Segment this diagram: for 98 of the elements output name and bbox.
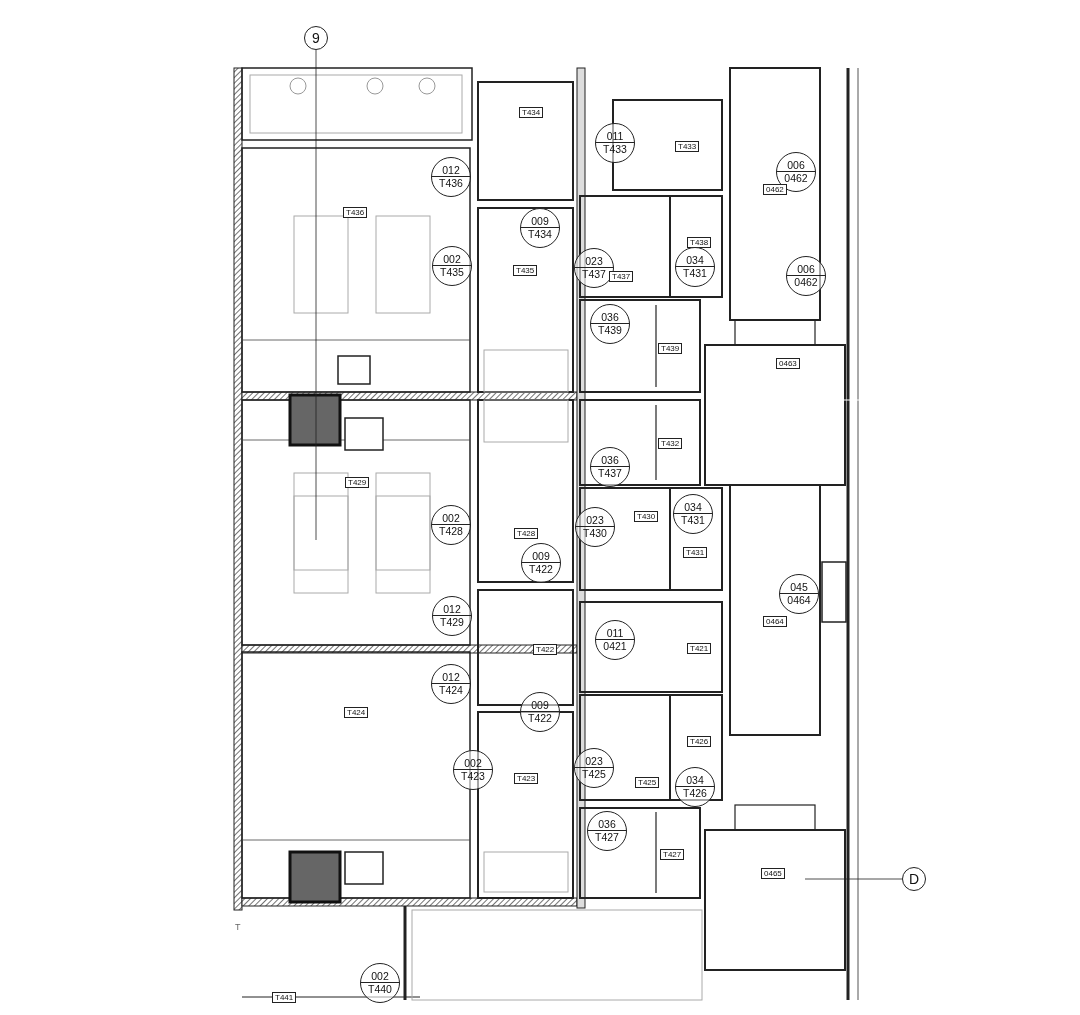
door-number: 002 xyxy=(370,970,390,982)
door-tag xyxy=(520,208,560,248)
room-tag: T429 xyxy=(345,476,370,488)
room-number: 0421 xyxy=(602,640,628,652)
grid-bubble: D xyxy=(902,867,926,891)
room-number: 0462 xyxy=(793,276,819,288)
door-tag xyxy=(574,748,614,788)
room-tag: T434 xyxy=(519,106,544,118)
room-number: T429 xyxy=(439,616,465,628)
door-tag xyxy=(673,494,713,534)
room-number: T437 xyxy=(597,467,623,479)
door-tag xyxy=(431,157,471,197)
door-tag xyxy=(360,963,400,1003)
door-number: 002 xyxy=(441,512,461,524)
room-label: T xyxy=(235,922,241,932)
room-number: T426 xyxy=(682,787,708,799)
room-number: T422 xyxy=(528,563,554,575)
door-number: 036 xyxy=(600,311,620,323)
room-number: T437 xyxy=(581,268,607,280)
door-tag xyxy=(675,247,715,287)
room-number: T427 xyxy=(594,831,620,843)
room-tag: T422 xyxy=(533,643,558,655)
room-tag: T425 xyxy=(635,776,660,788)
door-tag xyxy=(432,246,472,286)
door-number: 002 xyxy=(442,253,462,265)
door-tag xyxy=(786,256,826,296)
door-tag xyxy=(779,574,819,614)
door-number: 011 xyxy=(605,130,625,142)
door-tag xyxy=(453,750,493,790)
room-number: T435 xyxy=(439,266,465,278)
room-tag: T435 xyxy=(513,264,538,276)
door-tag xyxy=(575,507,615,547)
room-tag: T436 xyxy=(343,206,368,218)
room-number: T425 xyxy=(581,768,607,780)
door-number: 006 xyxy=(786,159,806,171)
room-number: T431 xyxy=(680,514,706,526)
room-number: T423 xyxy=(460,770,486,782)
door-number: 036 xyxy=(600,454,620,466)
room-number: T428 xyxy=(438,525,464,537)
room-tag: T424 xyxy=(344,706,369,718)
door-number: 012 xyxy=(441,164,461,176)
door-number: 034 xyxy=(683,501,703,513)
door-tag xyxy=(590,304,630,344)
room-tag: T428 xyxy=(514,527,539,539)
door-number: 002 xyxy=(463,757,483,769)
door-tag xyxy=(587,811,627,851)
room-number: T434 xyxy=(527,228,553,240)
door-tag xyxy=(431,505,471,545)
room-number: T424 xyxy=(438,684,464,696)
room-tag: T427 xyxy=(660,848,685,860)
room-tag: T438 xyxy=(687,236,712,248)
room-tag: T426 xyxy=(687,735,712,747)
room-tag: T423 xyxy=(514,772,539,784)
room-number: T430 xyxy=(582,527,608,539)
grid-bubble: 9 xyxy=(304,26,328,50)
door-tag xyxy=(432,596,472,636)
door-number: 023 xyxy=(585,514,605,526)
door-tag xyxy=(520,692,560,732)
door-tag xyxy=(595,620,635,660)
room-number: 0464 xyxy=(786,594,812,606)
room-tag: T441 xyxy=(272,991,297,1003)
room-tag: T437 xyxy=(609,270,634,282)
room-tag: 0462 xyxy=(763,183,787,195)
door-number: 011 xyxy=(605,627,625,639)
room-tag: T433 xyxy=(675,140,700,152)
room-number: T422 xyxy=(527,712,553,724)
door-number: 009 xyxy=(530,215,550,227)
door-tag xyxy=(595,123,635,163)
room-tag: 0464 xyxy=(763,615,787,627)
door-number: 045 xyxy=(789,581,809,593)
room-number: T431 xyxy=(682,267,708,279)
door-number: 023 xyxy=(584,755,604,767)
room-number: T433 xyxy=(602,143,628,155)
room-tag: 0463 xyxy=(776,357,800,369)
door-tag xyxy=(675,767,715,807)
door-tag xyxy=(431,664,471,704)
room-tag: T431 xyxy=(683,546,708,558)
room-number: T439 xyxy=(597,324,623,336)
room-tag: T430 xyxy=(634,510,659,522)
door-number: 036 xyxy=(597,818,617,830)
door-number: 012 xyxy=(441,671,461,683)
door-number: 034 xyxy=(685,254,705,266)
room-number: 0462 xyxy=(783,172,809,184)
room-tag: T432 xyxy=(658,437,683,449)
door-number: 009 xyxy=(530,699,550,711)
door-tag xyxy=(590,447,630,487)
door-number: 012 xyxy=(442,603,462,615)
room-tag: T421 xyxy=(687,642,712,654)
door-number: 034 xyxy=(685,774,705,786)
door-number: 023 xyxy=(584,255,604,267)
room-tag: 0465 xyxy=(761,867,785,879)
door-tag xyxy=(574,248,614,288)
room-number: T436 xyxy=(438,177,464,189)
door-number: 006 xyxy=(796,263,816,275)
door-number: 009 xyxy=(531,550,551,562)
room-tag: T439 xyxy=(658,342,683,354)
room-number: T440 xyxy=(367,983,393,995)
door-tag xyxy=(521,543,561,583)
